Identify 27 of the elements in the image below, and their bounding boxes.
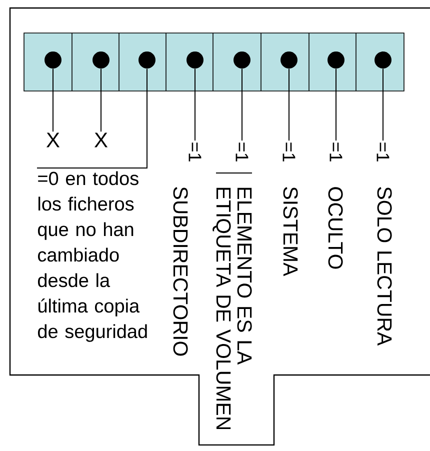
value-label: =1 [330, 142, 342, 162]
value-label: X [94, 132, 108, 148]
value-label: =1 [376, 142, 390, 162]
terminal-dot [186, 52, 204, 68]
field-name: SUBDIRECTORIO [173, 187, 188, 356]
value-label: =1 [236, 142, 248, 162]
value-label: =1 [282, 142, 296, 162]
value-label: X [46, 132, 60, 148]
note-text: =0 en todos los ficheros que no han cambiado desde la última copia de seguridad [38, 171, 147, 342]
terminal-dot [374, 52, 392, 68]
field-name: SISTEMA [283, 187, 298, 276]
leader-line [288, 68, 290, 142]
terminal-dot [138, 52, 156, 68]
leader-line [194, 68, 196, 142]
leader-line [36, 68, 148, 168]
leader-line [382, 68, 384, 142]
terminal-dot [328, 52, 344, 68]
terminal-dot [234, 52, 250, 68]
value-label: =1 [188, 142, 202, 162]
field-name: SOLO LECTURA [377, 187, 392, 346]
terminal-dot [92, 52, 110, 68]
field-name: OCULTO [328, 187, 343, 269]
terminal-dot [280, 52, 298, 68]
terminal-dot [44, 52, 62, 68]
leader-line [100, 68, 102, 132]
field-name: ELEMENTO ES LA ETIQUETA DE VOLUMEN [212, 188, 252, 430]
leader-line [52, 68, 54, 132]
